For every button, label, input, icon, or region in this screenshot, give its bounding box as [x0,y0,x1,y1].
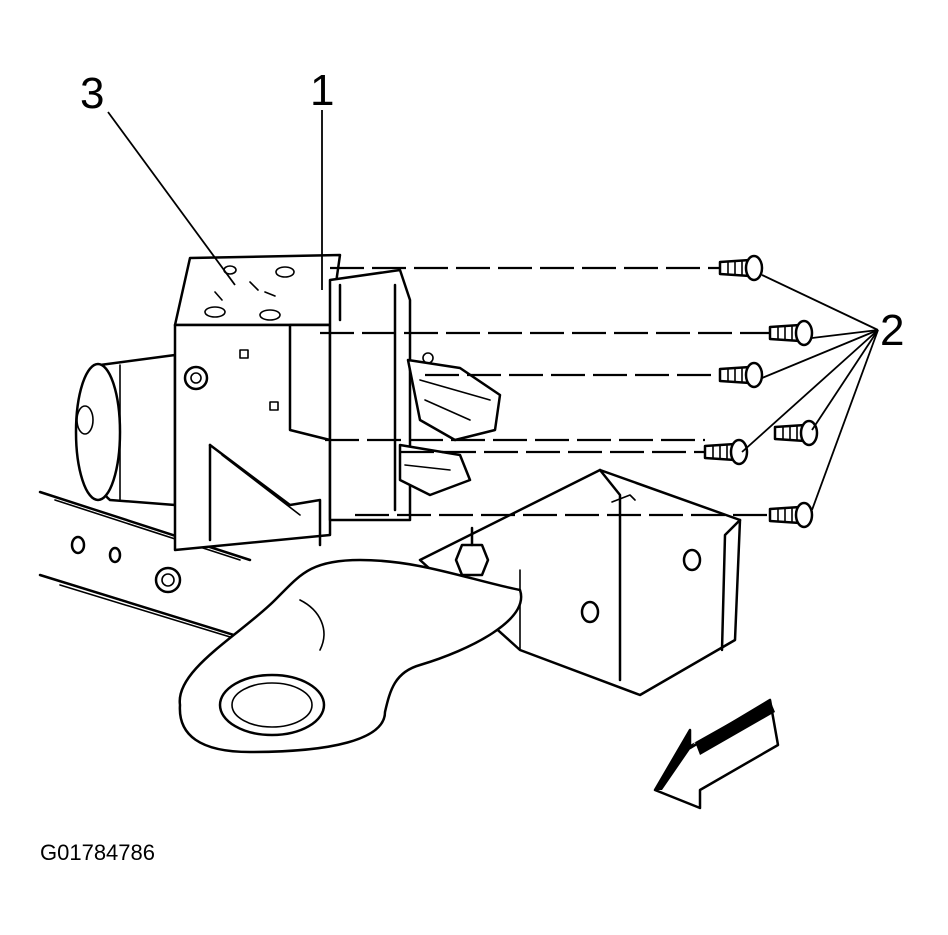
screws [703,254,819,529]
mounting-bracket [418,468,742,697]
bolt-icon [768,501,814,529]
bolt-icon [718,361,764,389]
figure-id: G01784786 [40,840,155,865]
arrow-icon [653,698,780,810]
module-fasteners [154,365,490,594]
callout-2: 2 [880,306,904,355]
bolt-icon [454,543,490,577]
bolt-icon [703,438,749,466]
lower-mount-plate [178,558,523,754]
callout-3: 3 [80,69,104,118]
bolt-icon [718,254,764,282]
bolt-icon [154,566,182,594]
callout-1: 1 [310,66,334,115]
modulator-body [173,253,342,552]
frame-rail [38,490,252,642]
bolt-icon [183,365,209,391]
bolt-icon [773,419,819,447]
pump-motor [74,353,177,507]
leader-lines [107,110,879,511]
control-unit [328,268,502,522]
bolt-icon [768,319,814,347]
alignment-lines [320,266,770,517]
